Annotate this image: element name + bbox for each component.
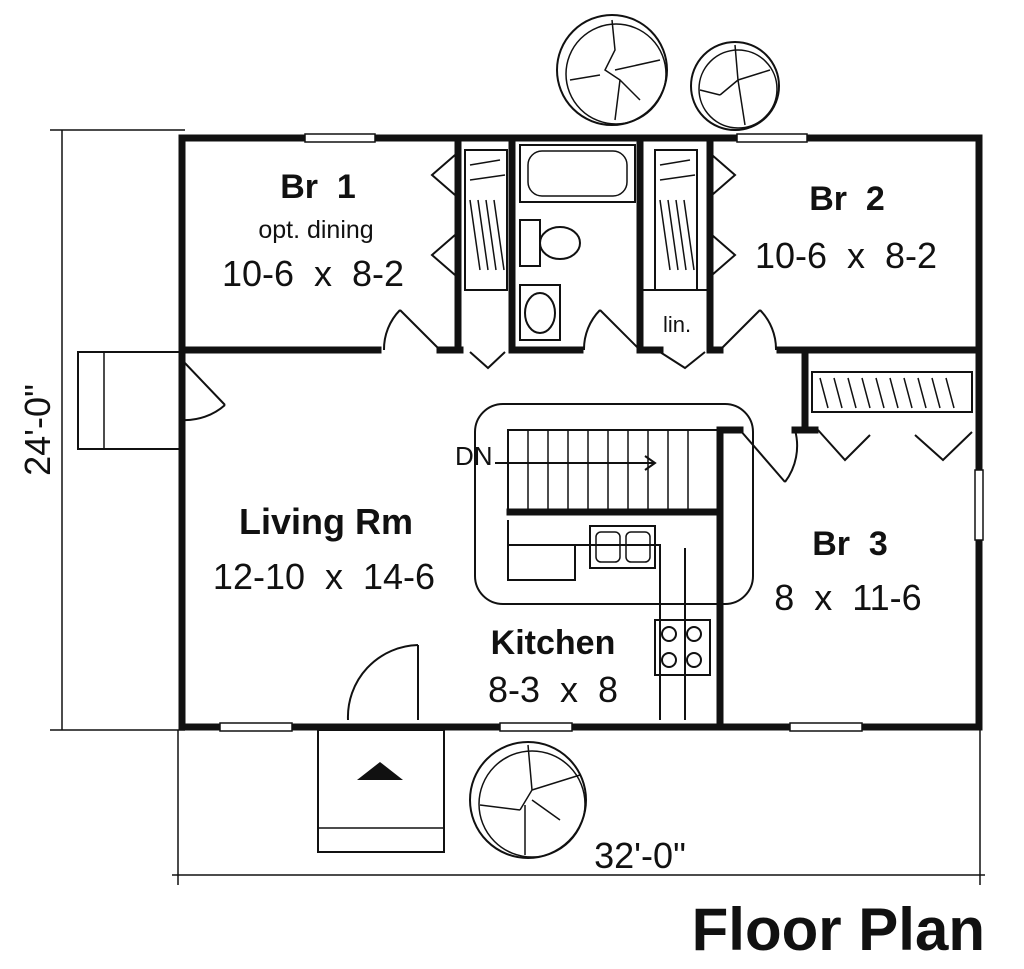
toilet-icon — [519, 219, 581, 267]
linen-closet-label: lin. — [663, 312, 691, 337]
tree-icon — [469, 741, 587, 859]
page-title: Floor Plan — [692, 896, 985, 963]
width-dimension-line — [172, 730, 985, 885]
closet — [430, 149, 508, 291]
windows — [219, 133, 984, 732]
kitchen-size: 8-3 x 8 — [488, 669, 618, 710]
stairs-down-label: DN — [455, 441, 493, 471]
br2-name: Br 2 — [809, 180, 885, 218]
sink-icon — [589, 525, 656, 569]
depth-dimension-label: 24'-0" — [17, 384, 58, 476]
living-room-size: 12-10 x 14-6 — [213, 556, 435, 597]
bathtub — [519, 144, 636, 203]
tree-icon — [556, 14, 668, 126]
width-dimension-label: 32'-0" — [594, 835, 686, 876]
closet — [654, 149, 737, 291]
br1-name: Br 1 — [280, 168, 356, 206]
doors — [181, 309, 799, 721]
linen-closet-door — [659, 351, 706, 370]
br1-note: opt. dining — [258, 216, 373, 244]
exterior-walls — [178, 134, 983, 731]
living-room-name: Living Rm — [239, 501, 413, 542]
stairs — [474, 403, 754, 605]
br3-name: Br 3 — [812, 525, 888, 563]
front-stoop — [317, 729, 445, 853]
br1-size: 10-6 x 8-2 — [222, 253, 404, 294]
sink-icon — [519, 284, 561, 341]
tree-icon — [690, 41, 780, 131]
br2-size: 10-6 x 8-2 — [755, 235, 937, 276]
range-icon — [654, 619, 711, 676]
depth-dimension-line — [50, 129, 185, 731]
side-landing — [77, 351, 181, 450]
kitchen-name: Kitchen — [491, 624, 616, 662]
hall-closet-door — [469, 351, 506, 370]
kitchen-counter — [507, 520, 686, 720]
closet — [811, 371, 973, 462]
br3-size: 8 x 11-6 — [774, 577, 921, 618]
interior-walls — [178, 136, 983, 731]
